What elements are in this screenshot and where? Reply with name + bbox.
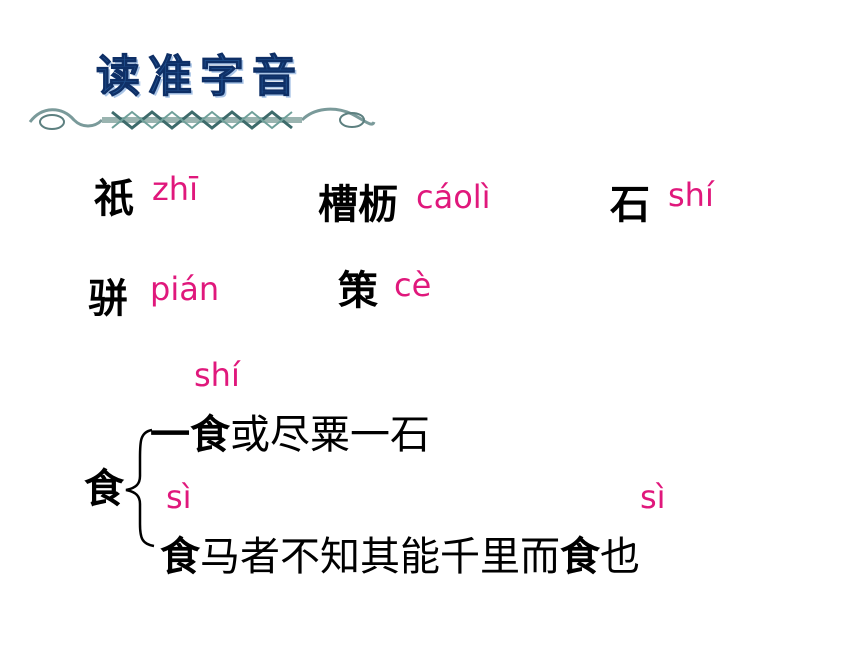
ornament-divider-icon	[28, 107, 376, 130]
word-hanzi: 石	[610, 182, 650, 228]
reading2-mid: 马者不知其能千里而	[200, 534, 560, 580]
word-hanzi: 祇	[94, 176, 134, 222]
word-pinyin: pián	[150, 270, 220, 308]
word-pinyin: cè	[394, 266, 432, 304]
reading2-end: 也	[600, 534, 640, 580]
reading1-bold: 一食	[150, 412, 230, 458]
polyphone-char: 食	[84, 466, 124, 512]
word-pinyin: zhī	[152, 170, 198, 208]
reading2-pinyin-a: sì	[166, 478, 192, 516]
reading2-pinyin-b: sì	[640, 478, 666, 516]
word-hanzi: 策	[338, 268, 378, 314]
reading1-pinyin: shí	[194, 356, 240, 394]
reading2-sentence: 食马者不知其能千里而食也	[160, 524, 640, 582]
reading1-sentence: 一食或尽粟一石	[150, 402, 430, 460]
word-hanzi: 槽枥	[318, 182, 398, 228]
brace-icon	[125, 428, 155, 548]
word-pinyin: cáolì	[416, 178, 491, 216]
reading1-rest: 或尽粟一石	[230, 412, 430, 458]
page-title: 读准字音	[96, 51, 304, 103]
word-hanzi: 骈	[88, 276, 128, 322]
word-pinyin: shí	[668, 176, 714, 214]
reading2-bold-b: 食	[560, 534, 600, 580]
reading2-bold-a: 食	[160, 534, 200, 580]
